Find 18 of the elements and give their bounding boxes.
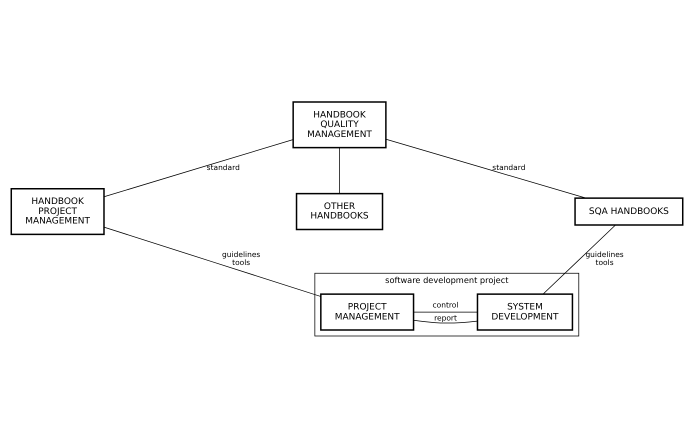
edge-label: standard xyxy=(492,163,526,172)
node-box: OTHER HANDBOOKS xyxy=(296,192,384,230)
node-box: HANDBOOK QUALITY MANAGEMENT xyxy=(292,101,387,148)
node-box: HANDBOOK PROJECT MANAGEMENT xyxy=(10,188,105,236)
connector xyxy=(542,224,616,294)
connector xyxy=(104,226,321,297)
edge-label: guidelines tools xyxy=(222,250,260,267)
connector xyxy=(339,147,340,194)
node-box: SQA HANDBOOKS xyxy=(574,197,684,226)
node-box: PROJECT MANAGEMENT xyxy=(320,293,414,331)
connector xyxy=(104,139,294,198)
edge-label: control xyxy=(432,300,458,310)
edge-label: guidelines tools xyxy=(585,250,624,267)
connector xyxy=(386,138,586,198)
node-box: SYSTEM DEVELOPMENT xyxy=(476,293,574,331)
edge-label: standard xyxy=(206,163,240,172)
connector xyxy=(413,320,478,324)
edge-label: report xyxy=(434,313,457,322)
